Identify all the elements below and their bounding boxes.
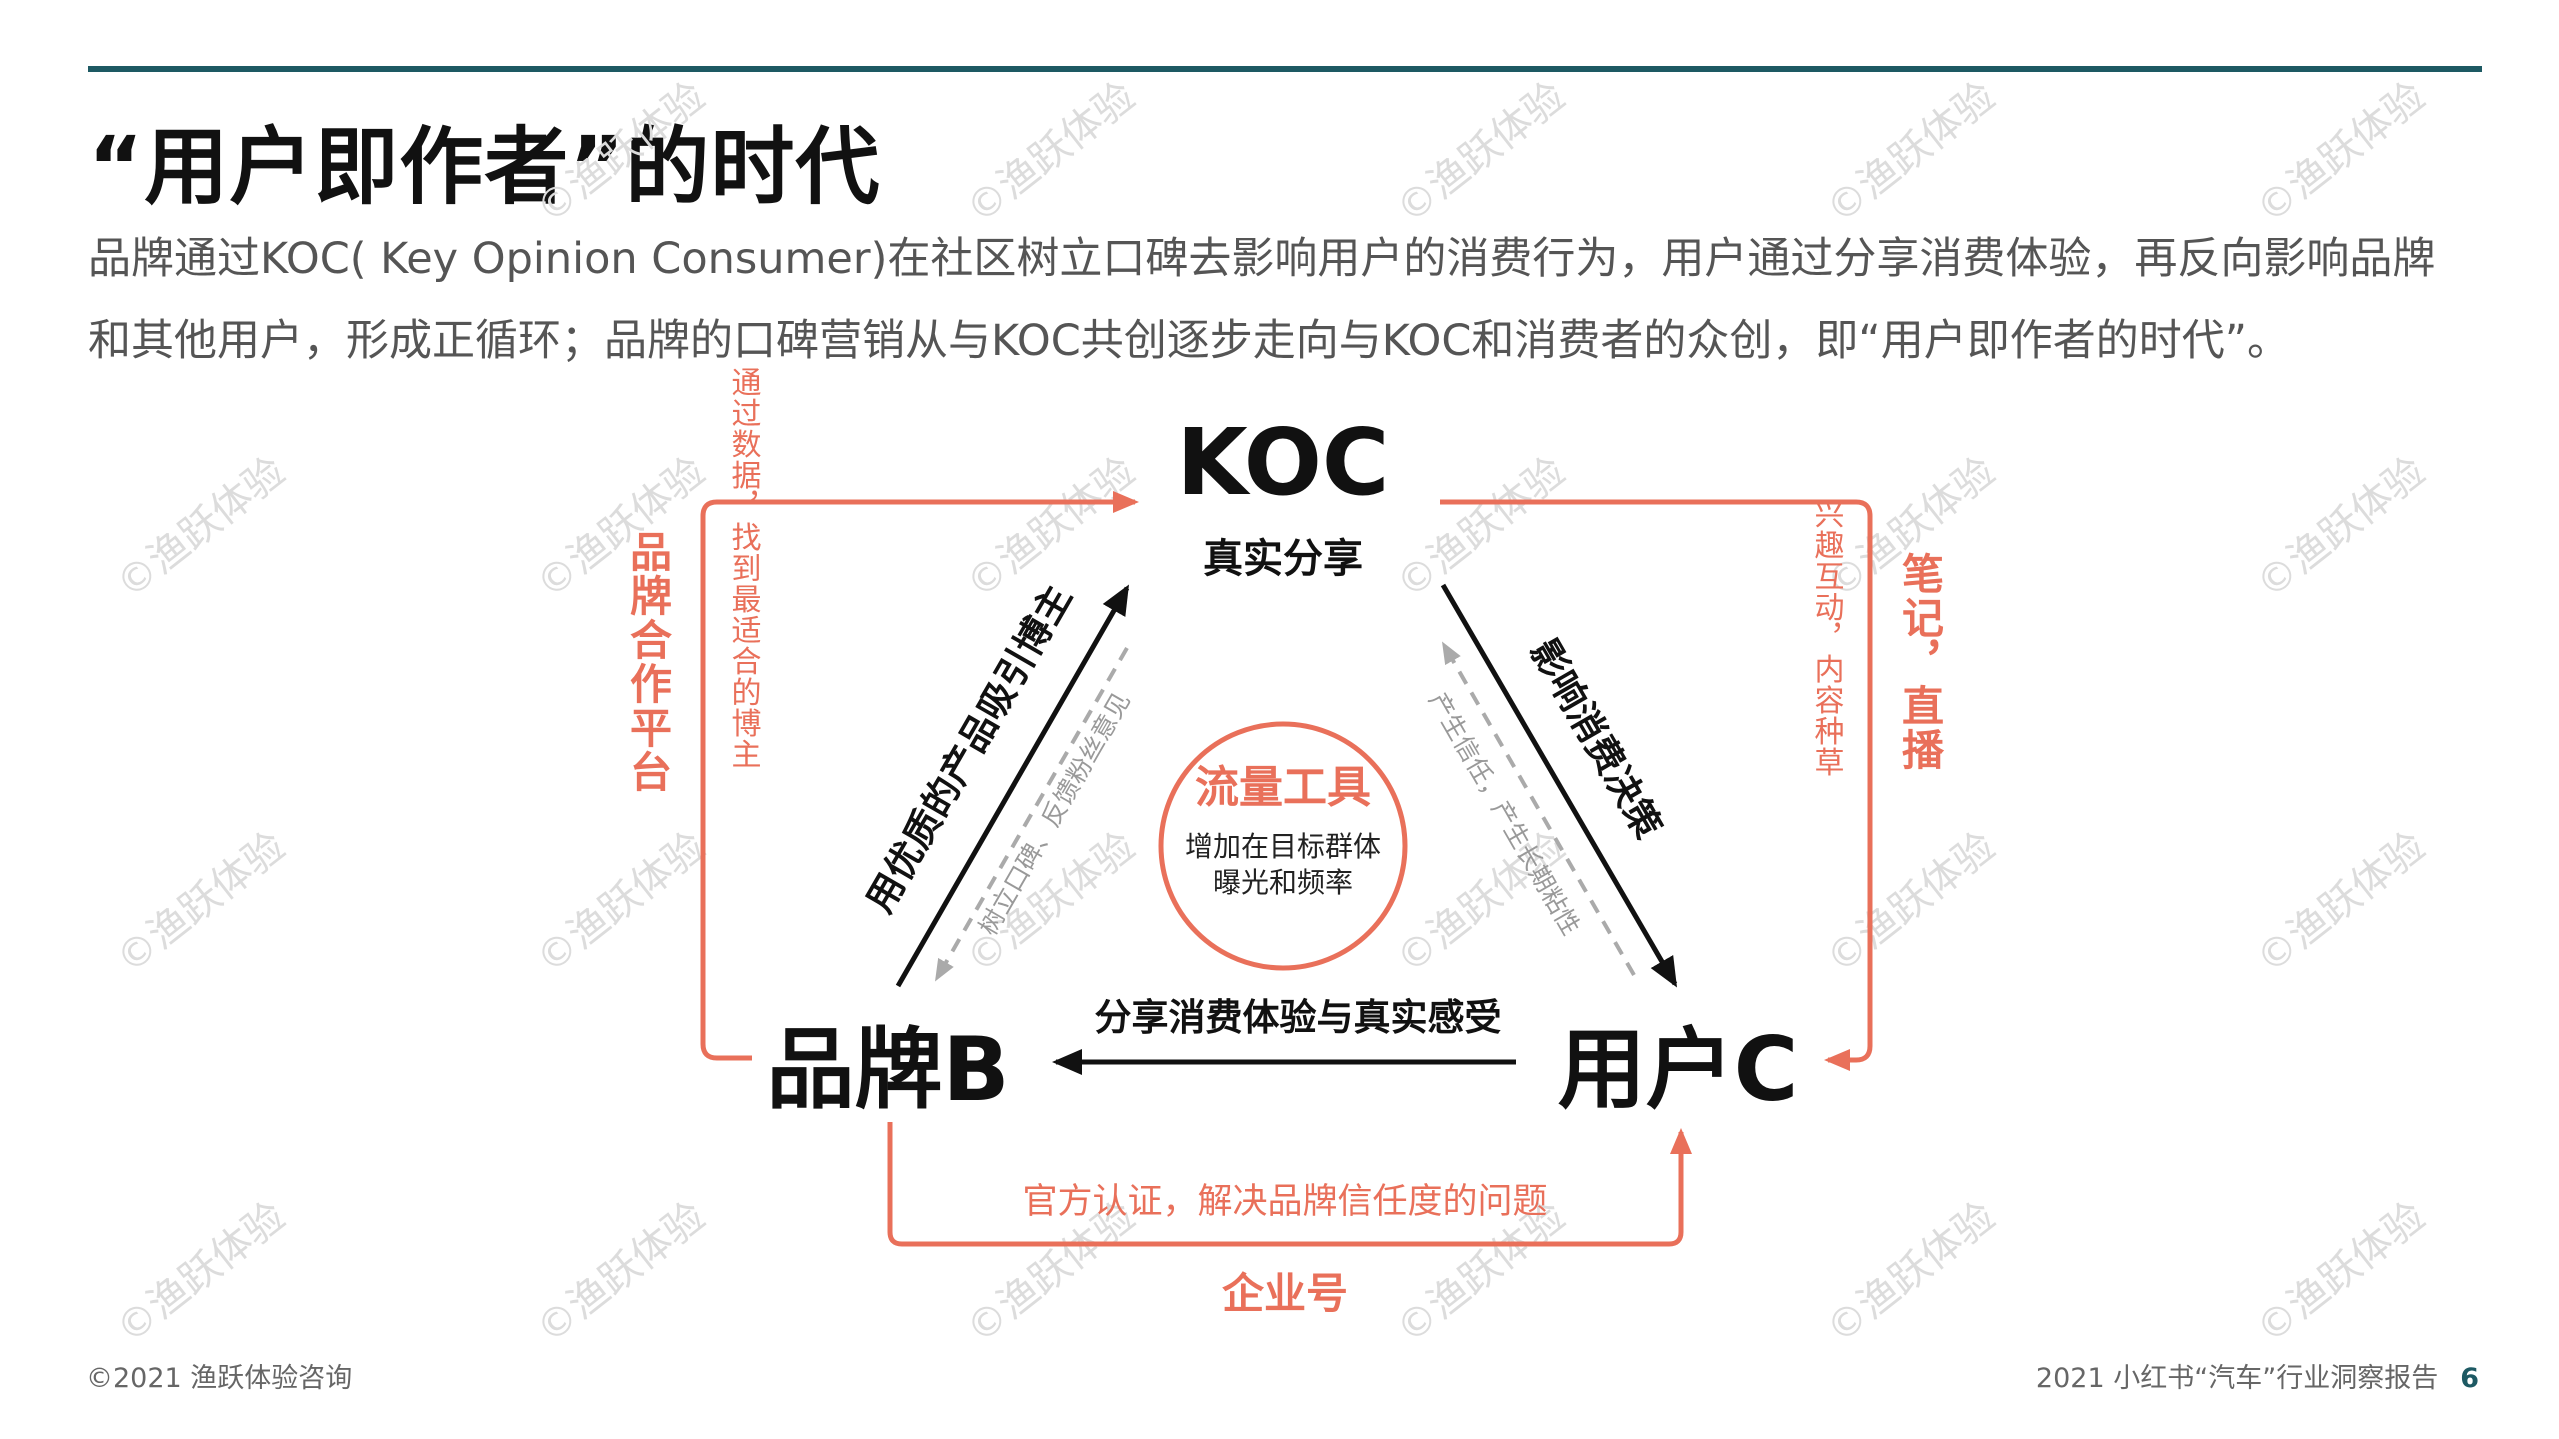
watermark: ©渔跃体验: [108, 448, 294, 607]
watermark: ©渔跃体验: [528, 73, 714, 232]
page-title: “用户即作者”的时代: [88, 118, 881, 216]
footer-copyright: ©2021 渔跃体验咨询: [86, 1363, 353, 1394]
node-brand: 品牌B: [766, 1018, 1009, 1121]
center-line-2: 曝光和频率: [1213, 866, 1353, 899]
watermark: ©渔跃体验: [2248, 73, 2434, 232]
watermark: ©渔跃体验: [1818, 73, 2004, 232]
arrow-user-to-koc: [1442, 641, 1636, 976]
footer-report-title: 2021 小红书“汽车”行业洞察报告: [2035, 1363, 2439, 1394]
watermark: ©渔跃体验: [2248, 448, 2434, 607]
label-bottom-inner: 官方认证，解决品牌信任度的问题: [1022, 1182, 1547, 1222]
watermark: ©渔跃体验: [1388, 448, 1574, 607]
node-koc-subtitle: 真实分享: [1203, 536, 1363, 582]
watermark: ©渔跃体验: [528, 1193, 714, 1352]
watermark: ©渔跃体验: [108, 1193, 294, 1352]
label-brand-to-koc: 用优质的产品吸引博主: [858, 578, 1080, 920]
bottom-loop-arrow: [887, 1122, 1692, 1247]
label-right-inner: 兴趣互动，内容种草: [1809, 499, 1845, 778]
label-left-outer: 品牌合作平台: [624, 530, 673, 794]
arrow-koc-to-brand: [935, 647, 1129, 982]
footer-report: 2021 小红书“汽车”行业洞察报告 6: [2036, 1356, 2479, 1395]
arrow-brand-to-koc: [895, 584, 1130, 988]
center-line-1: 增加在目标群体: [1185, 830, 1381, 863]
page-number: 6: [2460, 1363, 2479, 1394]
label-user-to-brand: 分享消费体验与真实感受: [1095, 996, 1502, 1039]
center-circle: [1158, 721, 1408, 971]
node-koc: KOC: [1177, 409, 1390, 516]
watermark: ©渔跃体验: [2248, 823, 2434, 982]
intro-paragraph: 品牌通过KOC( Key Opinion Consumer)在社区树立口碑去影响…: [88, 234, 2436, 366]
watermark: ©渔跃体验: [528, 448, 714, 607]
left-loop-arrow: [700, 491, 1139, 1061]
watermark: ©渔跃体验: [958, 73, 1144, 232]
node-user: 用户C: [1558, 1018, 1799, 1121]
watermark: ©渔跃体验: [2248, 1193, 2434, 1352]
label-left-inner: 通过数据，找到最适合的博主: [726, 367, 762, 770]
center-title: 流量工具: [1195, 762, 1371, 813]
label-bottom-outer: 企业号: [1222, 1269, 1348, 1318]
right-loop-arrow: [1440, 499, 1873, 1071]
watermark: ©渔跃体验: [1818, 1193, 2004, 1352]
label-koc-to-user: 影响消费决策: [1522, 632, 1670, 846]
watermark: ©渔跃体验: [1388, 73, 1574, 232]
watermark: ©渔跃体验: [528, 823, 714, 982]
arrow-koc-to-user: [1440, 583, 1678, 988]
watermark: ©渔跃体验: [1818, 823, 2004, 982]
top-rule: [88, 66, 2482, 72]
watermarks: ©渔跃体验 ©渔跃体验 ©渔跃体验 ©渔跃体验 ©渔跃体验 ©渔跃体验 ©渔跃体…: [108, 73, 2434, 1352]
label-right-outer: 笔记，直播: [1896, 552, 1945, 772]
watermark: ©渔跃体验: [108, 823, 294, 982]
